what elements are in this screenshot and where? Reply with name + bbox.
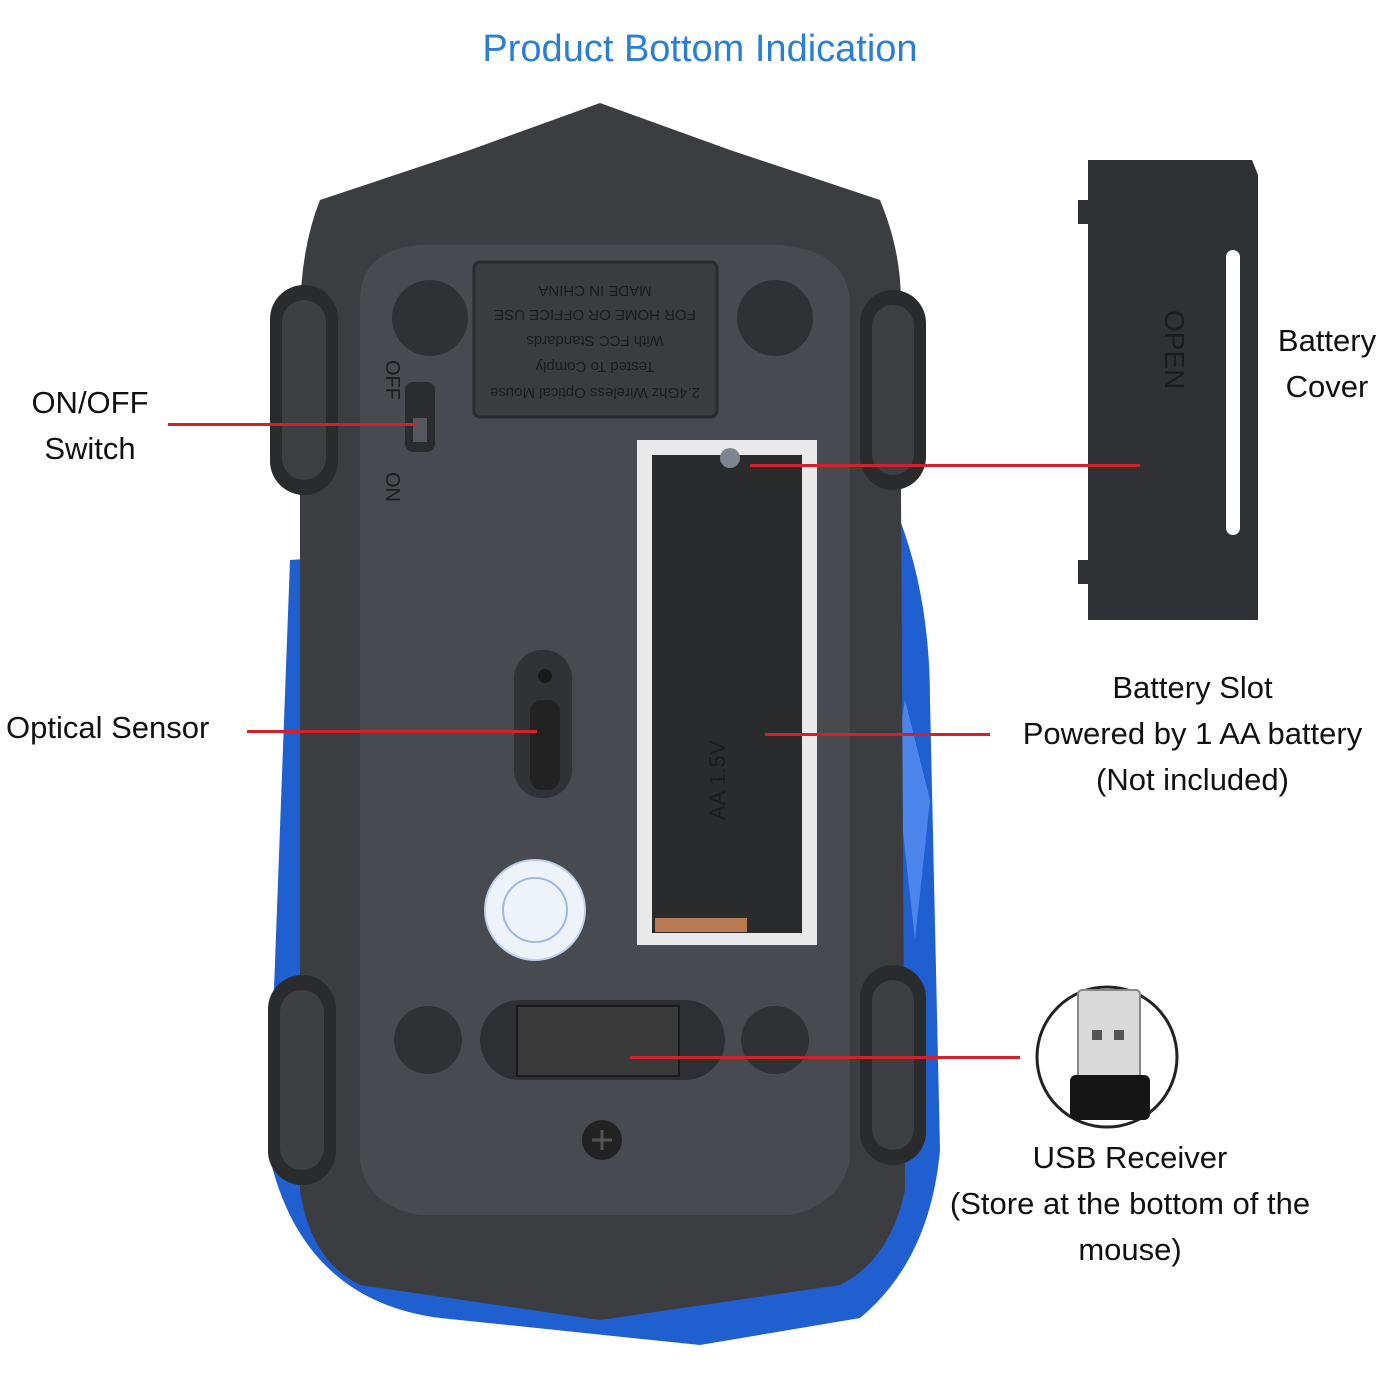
optical-sensor-leader-line (247, 730, 537, 733)
foot-pad (741, 1006, 809, 1074)
battery-contact (655, 918, 747, 932)
compliance-line: FOR HOME OR OFFICE USE (494, 306, 696, 323)
battery-cover-tab (1078, 200, 1090, 224)
battery-cover-leader-line (750, 464, 1140, 467)
usb-receiver-body (1070, 1075, 1150, 1120)
battery-slot (652, 455, 802, 933)
switch-off-text: OFF (381, 360, 403, 400)
wheel-rear-right (860, 965, 926, 1165)
battery-cover-label-line-2: Cover (1285, 369, 1369, 404)
compliance-line: Tested To Comply (535, 358, 654, 375)
wheel-rear-left (268, 975, 336, 1185)
usb-receiver-label-line-1: USB Receiver (1032, 1140, 1228, 1175)
switch-on-text: ON (381, 472, 403, 502)
usb-storage-cavity (516, 1005, 680, 1077)
optical-sensor-lens (530, 700, 560, 790)
on-off-label-line-1: ON/OFF (31, 385, 149, 420)
battery-slot-label-line-2: Powered by 1 AA battery (1022, 716, 1363, 751)
battery-slot-label-line-3: (Not included) (1096, 762, 1289, 797)
battery-cover-label-line-1: Battery (1277, 323, 1377, 358)
battery-slot-leader-line (765, 733, 990, 736)
wheel-front-left (270, 285, 338, 495)
battery-cover-label: Battery Cover (1262, 318, 1392, 410)
on-off-switch-label: ON/OFF Switch (10, 380, 170, 472)
cover-open-text: OPEN (1159, 310, 1190, 389)
qc-sticker (484, 859, 586, 961)
on-off-switch (405, 382, 435, 452)
mouse-shell-highlight (895, 700, 930, 940)
compliance-text: 2.4Ghz Wireless Optical Mouse Tested To … (490, 282, 700, 401)
foot-pad (737, 280, 813, 356)
battery-slot-label: Battery Slot Powered by 1 AA battery (No… (995, 665, 1390, 803)
foot-pad (394, 1006, 462, 1074)
battery-slot-label-line-1: Battery Slot (1112, 670, 1273, 705)
usb-receiver-label: USB Receiver (Store at the bottom of the… (920, 1135, 1340, 1273)
foot-pad (392, 280, 468, 356)
compliance-line: MADE IN CHINA (538, 282, 651, 299)
optical-sensor-label: Optical Sensor (6, 710, 210, 745)
on-off-switch-knob (413, 418, 427, 442)
compliance-label (472, 260, 719, 419)
compliance-line: With FCC Standards (526, 332, 664, 349)
battery-polarity-text: AA 1.5V (705, 740, 730, 820)
compliance-line: 2.4Ghz Wireless Optical Mouse (490, 384, 700, 401)
wheel-front-right (860, 290, 926, 490)
on-off-leader-line (168, 423, 418, 426)
usb-receiver-label-line-2: (Store at the bottom of the (949, 1186, 1311, 1221)
usb-receiver-leader-line (630, 1056, 1020, 1059)
optical-sensor-screw (538, 669, 552, 683)
usb-receiver-label-line-3: mouse) (1078, 1232, 1182, 1267)
on-off-label-line-2: Switch (44, 431, 136, 466)
usb-receiver-plug (1077, 989, 1141, 1079)
battery-spring (720, 448, 740, 468)
battery-cover-part (1088, 160, 1258, 620)
battery-cover-slot (1226, 250, 1240, 535)
battery-cover-tab (1078, 560, 1090, 584)
page-title: Product Bottom Indication (482, 28, 918, 70)
